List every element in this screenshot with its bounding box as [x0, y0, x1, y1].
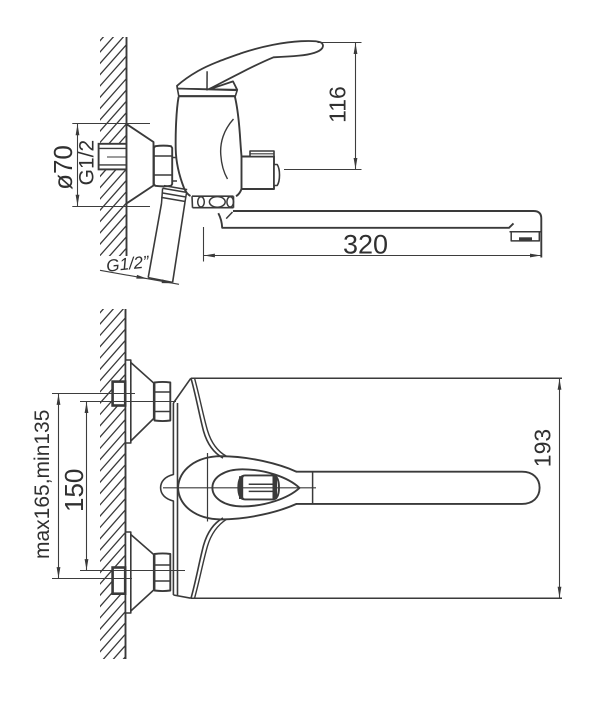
svg-text:150: 150 [59, 469, 89, 512]
svg-text:193: 193 [530, 429, 556, 467]
svg-text:ø70: ø70 [48, 145, 78, 190]
svg-text:320: 320 [343, 229, 388, 259]
svg-text:116: 116 [325, 86, 351, 123]
svg-text:max165,min135: max165,min135 [31, 410, 54, 559]
svg-text:G1/2: G1/2 [75, 140, 98, 186]
